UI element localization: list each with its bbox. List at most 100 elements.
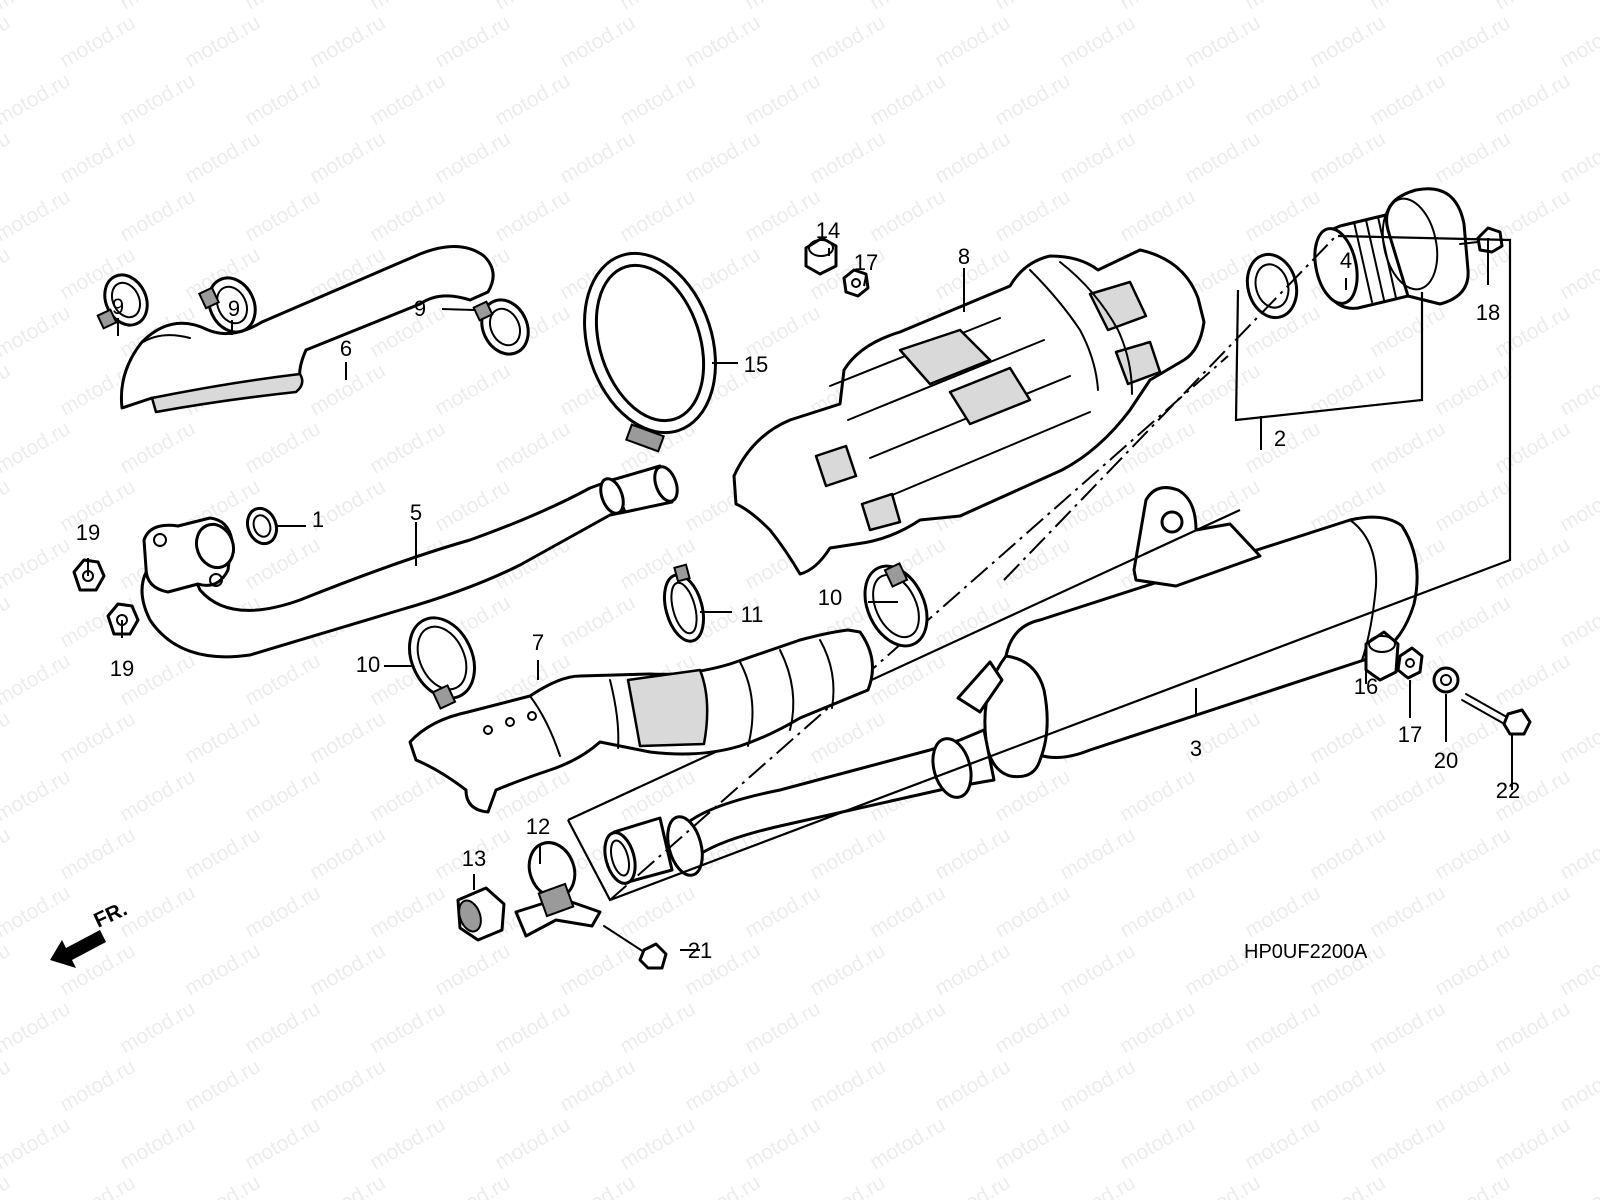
watermark-text: motod.ru xyxy=(866,0,949,14)
watermark-text: motod.ru xyxy=(366,69,449,130)
watermark-text: motod.ru xyxy=(306,11,389,72)
watermark-text: motod.ru xyxy=(1556,359,1600,420)
part-22-bolt[interactable] xyxy=(1461,693,1532,736)
watermark-text: motod.ru xyxy=(741,997,824,1058)
part-15-band[interactable] xyxy=(563,236,738,453)
watermark-text: motod.ru xyxy=(556,1171,639,1200)
part-9-clamp-middle[interactable] xyxy=(197,270,263,339)
watermark-text: motod.ru xyxy=(491,1113,574,1174)
watermark-text: motod.ru xyxy=(0,417,74,478)
watermark-text: motod.ru xyxy=(0,533,74,594)
watermark-text: motod.ru xyxy=(56,1171,139,1200)
part-3-muffler[interactable] xyxy=(600,486,1419,887)
part-20-washer[interactable] xyxy=(1432,666,1460,694)
part-6-pipe-cover[interactable] xyxy=(119,244,495,414)
part-9-clamp-left[interactable] xyxy=(96,268,155,332)
watermark-text: motod.ru xyxy=(241,0,324,14)
watermark-text: motod.ru xyxy=(0,301,74,362)
watermark-text: motod.ru xyxy=(0,1055,14,1116)
watermark-text: motod.ru xyxy=(366,1113,449,1174)
callout-c14: 14 xyxy=(816,218,840,243)
watermark-text: motod.ru xyxy=(1116,765,1199,826)
watermark-text: motod.ru xyxy=(1491,997,1574,1058)
watermark-text: motod.ru xyxy=(181,707,264,768)
part-16-collar[interactable] xyxy=(1364,630,1400,682)
watermark-text: motod.ru xyxy=(556,11,639,72)
callout-c7: 7 xyxy=(532,630,544,655)
part-10-clamp-right[interactable] xyxy=(853,556,939,656)
part-4-spark-arrester[interactable] xyxy=(1309,187,1470,310)
watermark-text: motod.ru xyxy=(1306,127,1389,188)
watermark-text: motod.ru xyxy=(1431,823,1514,884)
watermark-text: motod.ru xyxy=(0,475,14,536)
watermark-text: motod.ru xyxy=(0,11,14,72)
callout-c3: 3 xyxy=(1190,736,1202,761)
watermark-text: motod.ru xyxy=(1556,939,1600,1000)
watermark-text: motod.ru xyxy=(0,185,74,246)
watermark-text: motod.ru xyxy=(116,0,199,14)
watermark-text: motod.ru xyxy=(1556,127,1600,188)
watermark-text: motod.ru xyxy=(991,881,1074,942)
watermark-text: motod.ru xyxy=(366,417,449,478)
watermark-text: motod.ru xyxy=(991,1113,1074,1174)
watermark-text: motod.ru xyxy=(1056,1055,1139,1116)
watermark-text: motod.ru xyxy=(1116,417,1199,478)
part-9-clamp-right[interactable] xyxy=(472,292,537,361)
callout-c22: 22 xyxy=(1496,778,1520,803)
part-2-gasket[interactable] xyxy=(1241,249,1304,323)
watermark-text: motod.ru xyxy=(1431,359,1514,420)
part-13-gasket[interactable] xyxy=(455,886,506,942)
watermark-text: motod.ru xyxy=(1491,1113,1574,1174)
watermark-text: motod.ru xyxy=(1366,881,1449,942)
watermark-text: motod.ru xyxy=(1366,301,1449,362)
watermark-text: motod.ru xyxy=(1556,11,1600,72)
watermark-text: motod.ru xyxy=(1491,533,1574,594)
watermark-text: motod.ru xyxy=(366,185,449,246)
watermark-text: motod.ru xyxy=(866,185,949,246)
part-7-lower-protector[interactable] xyxy=(408,628,874,814)
part-1-gasket[interactable] xyxy=(243,504,282,547)
watermark-text: motod.ru xyxy=(181,11,264,72)
watermark-text: motod.ru xyxy=(1431,11,1514,72)
part-17-nut-right[interactable] xyxy=(1396,646,1424,680)
watermark-text: motod.ru xyxy=(181,127,264,188)
watermark-text: motod.ru xyxy=(806,939,889,1000)
watermark-text: motod.ru xyxy=(241,1113,324,1174)
callout-c21: 21 xyxy=(688,938,712,963)
watermark-text: motod.ru xyxy=(806,823,889,884)
watermark-text: motod.ru xyxy=(991,533,1074,594)
callout-c10b: 10 xyxy=(818,585,842,610)
part-10-clamp-left[interactable] xyxy=(397,607,487,710)
watermark-text: motod.ru xyxy=(991,69,1074,130)
part-14-collar[interactable] xyxy=(804,236,838,276)
watermark-text: motod.ru xyxy=(866,881,949,942)
watermark-text: motod.ru xyxy=(741,1113,824,1174)
callout-c9c: 9 xyxy=(414,296,426,321)
watermark-text: motod.ru xyxy=(1306,11,1389,72)
part-17-nut-top[interactable] xyxy=(842,268,870,298)
callout-layer xyxy=(87,238,1513,951)
callout-c12: 12 xyxy=(526,814,550,839)
watermark-text: motod.ru xyxy=(616,1113,699,1174)
watermark-text: motod.ru xyxy=(991,997,1074,1058)
part-11-clamp[interactable] xyxy=(658,563,710,646)
watermark-text: motod.ru xyxy=(1556,1055,1600,1116)
watermark-text: motod.ru xyxy=(56,1055,139,1116)
watermark-text: motod.ru xyxy=(366,997,449,1058)
watermark-text: motod.ru xyxy=(1056,127,1139,188)
part-8-heat-protector[interactable] xyxy=(732,248,1206,576)
watermark-text: motod.ru xyxy=(431,359,514,420)
part-21-bolt[interactable] xyxy=(603,925,668,970)
part-5-exhaust-pipe[interactable] xyxy=(140,464,682,659)
watermark-text: motod.ru xyxy=(1431,939,1514,1000)
watermark-text: motod.ru xyxy=(616,0,699,14)
watermark-text: motod.ru xyxy=(1241,881,1324,942)
watermark-text: motod.ru xyxy=(741,69,824,130)
watermark-text: motod.ru xyxy=(1116,69,1199,130)
watermark-text: motod.ru xyxy=(1431,1171,1514,1200)
watermark-text: motod.ru xyxy=(1306,823,1389,884)
watermark-text: motod.ru xyxy=(1181,1055,1264,1116)
watermark-text: motod.ru xyxy=(1181,11,1264,72)
watermark-text: motod.ru xyxy=(56,707,139,768)
